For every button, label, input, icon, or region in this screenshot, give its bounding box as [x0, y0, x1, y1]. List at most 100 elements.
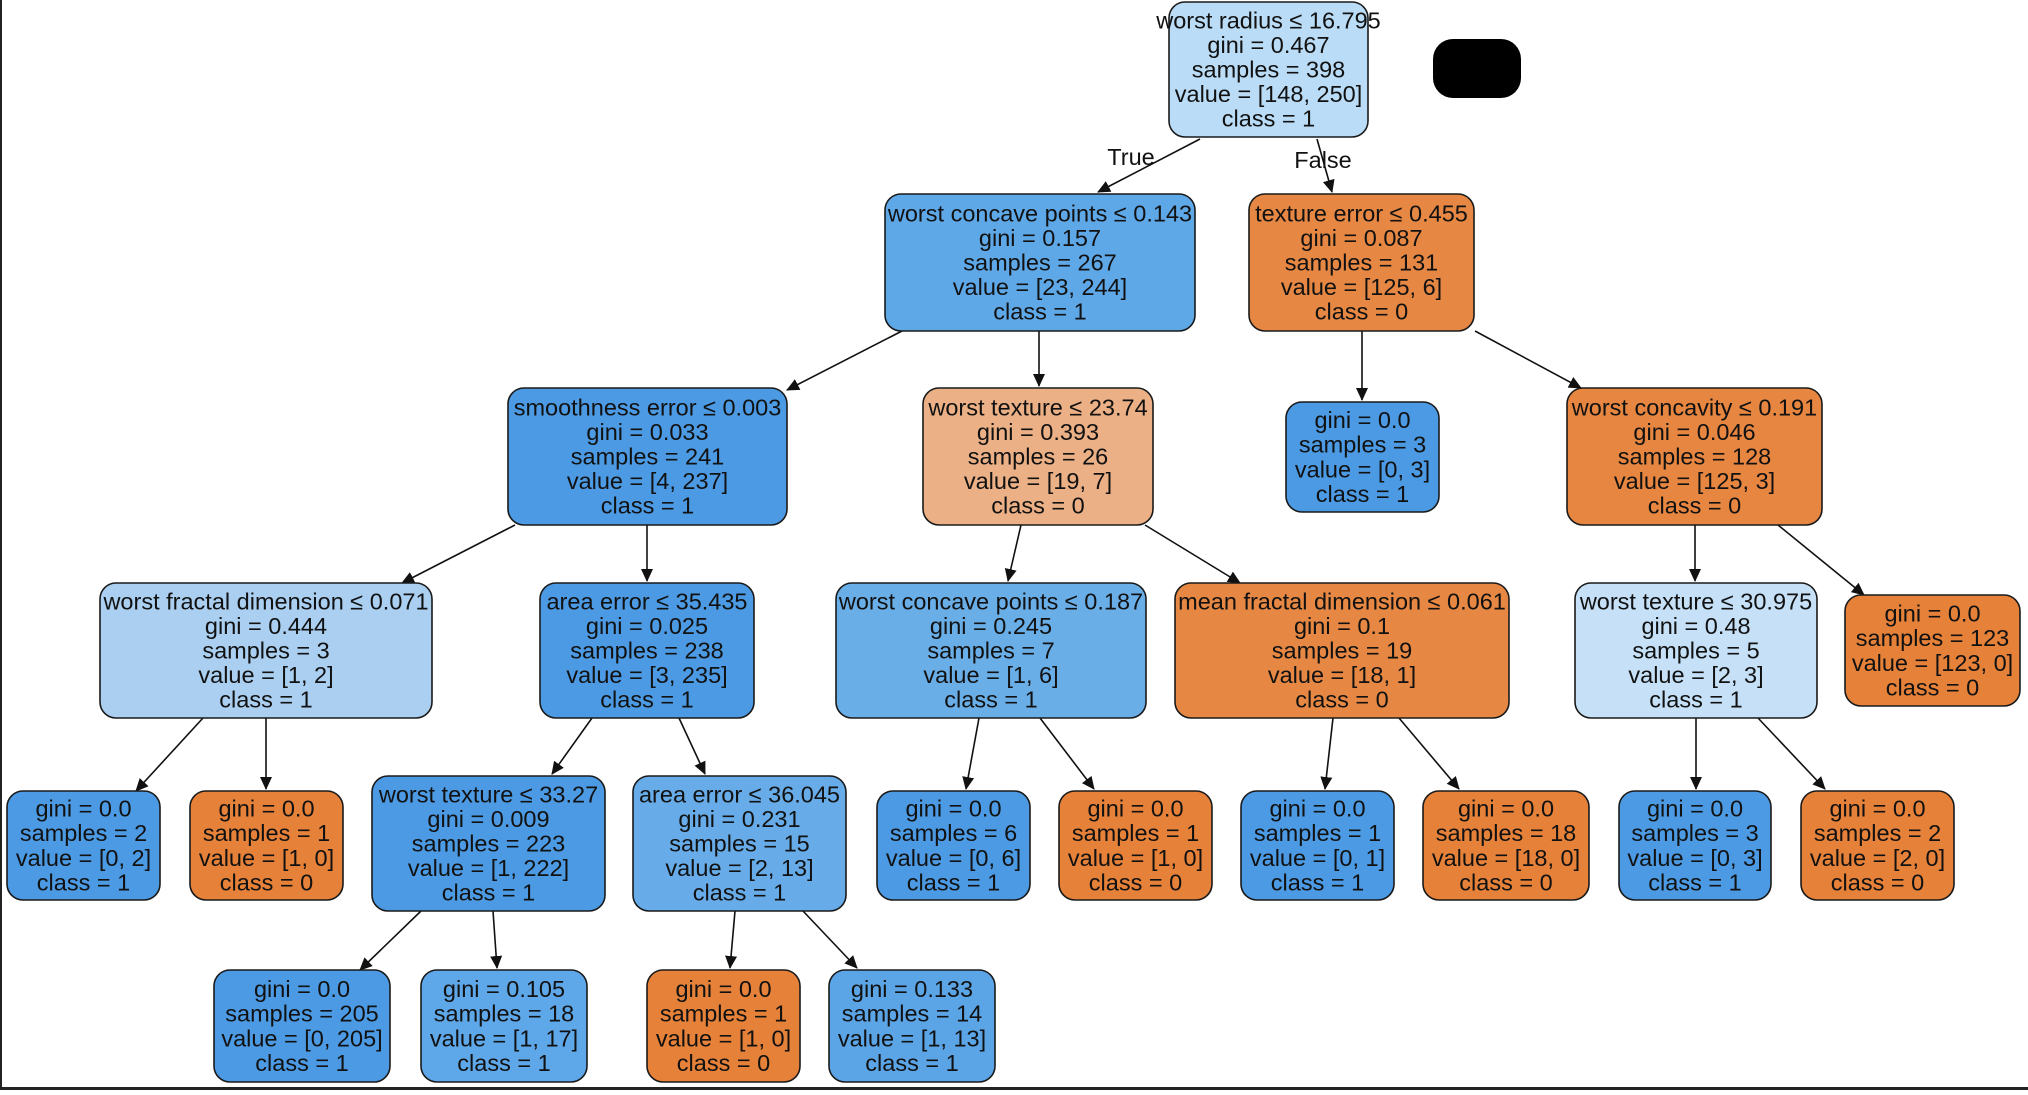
node-line-0: gini = 0.0: [1829, 796, 1925, 822]
node-line-3: value = [18, 1]: [1268, 662, 1416, 688]
node-line-0: texture error ≤ 0.455: [1255, 200, 1468, 226]
node-line-4: class = 1: [993, 299, 1086, 325]
node-box: [646, 969, 801, 1083]
node-line-4: class = 1: [219, 687, 312, 713]
node-line-2: value = [18, 0]: [1432, 845, 1580, 871]
node-line-1: samples = 1: [1072, 820, 1199, 846]
node-line-0: worst texture ≤ 33.27: [378, 781, 598, 807]
node-line-2: value = [0, 205]: [221, 1025, 382, 1051]
node-line-2: value = [0, 3]: [1295, 456, 1430, 482]
node-line-3: class = 0: [1459, 869, 1552, 895]
edge-n0-n2: [1316, 138, 1335, 193]
node-box: [1285, 401, 1440, 513]
edge-n16-n25: [725, 910, 738, 969]
node-line-1: gini = 0.157: [979, 225, 1101, 251]
node-line-4: class = 0: [1315, 299, 1408, 325]
node-line-0: gini = 0.0: [35, 796, 131, 822]
node-box: [1058, 790, 1213, 901]
node-line-3: value = [125, 6]: [1281, 274, 1442, 300]
node-box: [371, 775, 606, 912]
node-box: [99, 582, 433, 719]
node-line-3: value = [1, 6]: [923, 662, 1058, 688]
edge-n16-n26: [802, 910, 858, 969]
node-line-3: value = [2, 13]: [665, 855, 813, 881]
node-line-1: samples = 123: [1856, 625, 2010, 651]
node-box: [835, 582, 1147, 719]
node-line-4: class = 1: [600, 687, 693, 713]
node-line-0: worst concave points ≤ 0.143: [887, 200, 1192, 226]
node-line-3: value = [19, 7]: [964, 468, 1112, 494]
edges-layer: True False: [135, 138, 1865, 971]
node-line-3: class = 0: [1886, 674, 1979, 700]
node-line-2: value = [2, 0]: [1810, 845, 1945, 871]
node-line-4: class = 1: [1222, 106, 1315, 132]
node-line-2: samples = 267: [963, 250, 1117, 276]
node-box: [507, 387, 788, 526]
node-line-3: class = 1: [255, 1050, 348, 1076]
node-line-4: class = 1: [693, 880, 786, 906]
edge-n7-n13: [135, 717, 204, 792]
node-line-3: class = 1: [865, 1050, 958, 1076]
frame-bottom-border: [0, 1087, 2028, 1090]
node-line-3: class = 1: [1271, 869, 1364, 895]
node-box: [876, 790, 1031, 901]
node-line-4: class = 1: [944, 687, 1037, 713]
node-line-1: samples = 205: [225, 1001, 379, 1027]
node-line-3: class = 1: [37, 869, 130, 895]
node-box: [539, 582, 755, 719]
node-line-4: class = 0: [991, 493, 1084, 519]
node-line-0: mean fractal dimension ≤ 0.061: [1178, 588, 1506, 614]
node-line-3: class = 1: [1648, 869, 1741, 895]
node-line-1: gini = 0.025: [586, 613, 708, 639]
node-box: [1174, 582, 1510, 719]
node-line-0: area error ≤ 36.045: [639, 781, 840, 807]
node-line-1: samples = 18: [1436, 820, 1576, 846]
node-line-3: class = 0: [1089, 869, 1182, 895]
node-line-0: gini = 0.0: [1884, 601, 1980, 627]
node-line-1: samples = 2: [1814, 820, 1941, 846]
node-box: [420, 969, 588, 1083]
node-line-2: value = [1, 17]: [430, 1025, 578, 1051]
edge-n0-n1: [1097, 138, 1201, 193]
node-box: [6, 790, 161, 901]
node-box: [1240, 790, 1395, 901]
node-line-1: gini = 0.467: [1207, 32, 1329, 58]
edge-n15-n24: [490, 910, 503, 969]
node-line-2: value = [1, 0]: [199, 845, 334, 871]
node-line-3: value = [23, 244]: [953, 274, 1127, 300]
node-line-2: samples = 128: [1618, 444, 1772, 470]
node-line-2: value = [1, 0]: [1068, 845, 1203, 871]
node-line-3: value = [4, 237]: [567, 468, 728, 494]
node-line-2: samples = 241: [571, 444, 725, 470]
node-line-3: class = 1: [1316, 481, 1409, 507]
node-box: [189, 790, 344, 901]
edge-n10-n20: [1398, 717, 1460, 790]
node-line-1: gini = 0.087: [1300, 225, 1422, 251]
node-line-2: value = [123, 0]: [1852, 650, 2013, 676]
edge-n6-n12: [1777, 524, 1865, 596]
node-line-3: class = 0: [220, 869, 313, 895]
edge-label-true: True: [1107, 144, 1154, 170]
edge-label-false: False: [1294, 147, 1351, 173]
node-line-3: value = [148, 250]: [1175, 81, 1363, 107]
node-line-2: value = [1, 13]: [838, 1025, 986, 1051]
edge-n15-n23: [359, 910, 422, 971]
node-line-0: smoothness error ≤ 0.003: [514, 394, 782, 420]
node-line-3: class = 1: [457, 1050, 550, 1076]
